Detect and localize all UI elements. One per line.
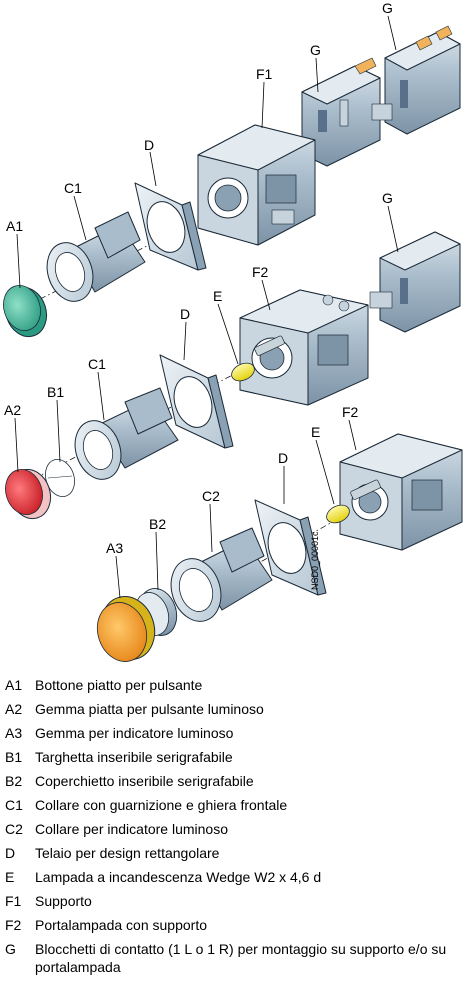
legend-code: C2 [5,821,23,837]
collar-c1-middle [74,387,179,480]
callout-f2-middle: F2 [252,264,269,280]
legend-row: D Telaio per design rettangolare [0,844,465,868]
legend-row: C2 Collare per indicatore luminoso [0,820,465,844]
contact-block-middle [369,231,461,333]
legend-description: Portalampada con supporto [35,917,207,933]
callout-f1: F1 [256,66,273,82]
legend-code: A2 [5,701,23,717]
legend-row: B1 Targhetta inseribile serigrafabile [0,748,465,772]
legend-description: Supporto [35,893,92,909]
wedge-bulb-e-bottom [326,479,381,524]
callout-d-bottom: D [278,450,288,466]
callout-c1-middle: C1 [88,356,106,372]
legend-description: Bottone piatto per pulsante [35,677,203,693]
legend-description: Gemma piatta per pulsante luminoso [35,701,264,717]
callout-a2: A2 [4,402,21,418]
legend-description: Collare con guarnizione e ghiera frontal… [35,797,288,813]
legend-row: F2 Portalampada con supporto [0,916,465,940]
legend-code: A3 [5,725,23,741]
callout-d-middle: D [180,306,190,322]
legend-row: A1 Bottone piatto per pulsante [0,676,465,700]
legend-row: E Lampada a incandescenza Wedge W2 x 4,6 … [0,868,465,892]
legend-code: C1 [5,797,23,813]
legend-code: G [5,941,16,957]
legend-row: A2 Gemma piatta per pulsante luminoso [0,700,465,724]
collar-c2 [170,527,273,622]
flat-lens-red-a2 [5,468,52,520]
legend-description: Coperchietto inseribile serigrafabile [35,773,254,789]
legend-row: A3 Gemma per indicatore luminoso [0,724,465,748]
legend-row: F1 Supporto [0,892,465,916]
legend-description: Lampada a incandescenza Wedge W2 x 4,6 d [35,869,322,885]
callout-g-top-left: G [310,42,321,58]
flat-button-green-a1 [3,285,48,338]
legend-code: A1 [5,677,23,693]
legend-code: F1 [5,893,22,909]
wedge-bulb-e-middle [231,335,285,382]
legend-description: Telaio per design rettangolare [35,845,220,861]
frame-d-bottom [254,499,327,596]
legend-description: Targhetta inseribile serigrafabile [35,749,233,765]
frame-d-middle [159,354,234,449]
legend-row: B2 Coperchietto inseribile serigrafabile [0,772,465,796]
callout-a3: A3 [106,540,123,556]
lens-orange-a3 [96,596,156,662]
label-insert-b1 [45,459,75,497]
callout-g-middle: G [382,190,393,206]
leader-lines [14,15,399,599]
callout-c1-top: C1 [64,180,82,196]
callout-f2-bottom: F2 [342,404,359,420]
collar-c1-top [46,211,146,302]
callout-b1: B1 [47,384,64,400]
callout-a1: A1 [6,218,23,234]
legend-description: Blocchetti di contatto (1 L o 1 R) per m… [35,941,447,975]
frame-d-top [134,182,207,271]
legend-code: B2 [5,773,23,789]
legend-description: Collare per indicatore luminoso [35,821,228,837]
callout-c2: C2 [202,488,220,504]
contact-block-top-right [371,25,461,135]
legend-code: F2 [5,917,22,933]
lampholder-f2-middle [239,289,369,406]
callout-g-top-right: G [382,0,393,16]
legend-code: B1 [5,749,23,765]
holder-f1 [197,124,316,246]
callout-b2: B2 [149,516,166,532]
contact-block-top-left [301,57,381,167]
legend-row: C1 Collare con guarnizione e ghiera front… [0,796,465,820]
legend-code: D [5,845,16,861]
callout-e-middle: E [213,288,222,304]
legend-description: Gemma per indicatore luminoso [35,725,234,741]
callout-e-bottom: E [311,424,320,440]
callout-d-top: D [144,137,154,153]
legend-code: E [5,869,15,885]
drawing-code: NSD0_00001c [310,531,320,590]
legend-row: G Blocchetti di contatto (1 L o 1 R) per … [0,940,465,980]
exploded-assembly-diagram: G G F1 D C1 A1 G F2 E D C1 B1 A2 F2 E D … [3,0,463,662]
